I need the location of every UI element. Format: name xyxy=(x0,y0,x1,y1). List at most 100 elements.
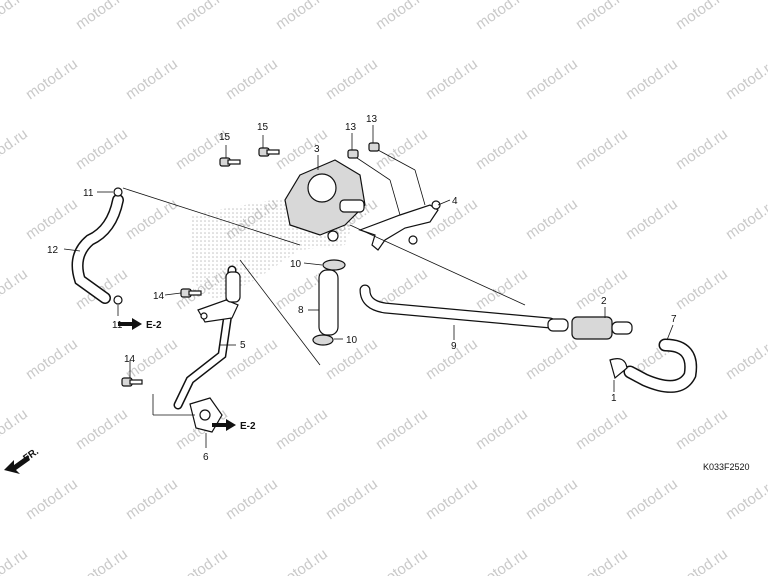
bolt-13-left xyxy=(347,149,359,159)
air-hose-7 xyxy=(623,338,698,393)
callout-7: 7 xyxy=(671,314,677,325)
watermark-text: motod.ru xyxy=(573,405,631,453)
bolt-15-left xyxy=(219,157,241,167)
watermark-text: motod.ru xyxy=(23,195,81,243)
bolt-15-right xyxy=(258,147,280,157)
watermark-text: motod.ru xyxy=(473,0,531,33)
front-direction-arrow xyxy=(4,455,30,474)
watermark-text: motod.ru xyxy=(73,125,131,173)
watermark-text: motod.ru xyxy=(473,405,531,453)
watermark-text: motod.ru xyxy=(123,55,181,103)
hose-clip-lower xyxy=(312,334,334,346)
watermark-text: motod.ru xyxy=(0,545,31,576)
clip-11-lower xyxy=(113,295,123,305)
watermark-text: motod.ru xyxy=(373,0,431,33)
watermark-text: motod.ru xyxy=(23,55,81,103)
air-pipe xyxy=(173,265,241,410)
watermark-text: motod.ru xyxy=(473,265,531,313)
reference-e2-lower: E-2 xyxy=(240,421,256,432)
clip-ring xyxy=(609,358,628,380)
watermark-text: motod.ru xyxy=(123,195,181,243)
callout-12: 12 xyxy=(47,245,59,256)
air-hose-8 xyxy=(318,269,339,336)
watermark-text: motod.ru xyxy=(173,545,231,576)
watermark-text: motod.ru xyxy=(573,0,631,33)
callout-15-right: 15 xyxy=(257,122,269,133)
callout-6: 6 xyxy=(203,452,209,463)
watermark-text: motod.ru xyxy=(673,125,731,173)
watermark-text: motod.ru xyxy=(173,0,231,33)
watermark-text: motod.ru xyxy=(523,55,581,103)
callout-2: 2 xyxy=(601,296,607,307)
watermark-text: motod.ru xyxy=(23,475,81,523)
callout-15-left: 15 xyxy=(219,132,231,143)
watermark-text: motod.ru xyxy=(523,195,581,243)
callout-4: 4 xyxy=(452,196,458,207)
watermark-text: motod.ru xyxy=(623,195,681,243)
watermark-text: motod.ru xyxy=(373,545,431,576)
callout-11-lower: 11 xyxy=(112,320,123,331)
watermark-text: motod.ru xyxy=(673,405,731,453)
watermark-text: motod.ru xyxy=(223,55,281,103)
watermark-text: motod.ru xyxy=(223,335,281,383)
watermark-text: motod.ru xyxy=(123,475,181,523)
watermark-text: motod.ru xyxy=(473,545,531,576)
callout-13-right: 13 xyxy=(366,114,378,125)
watermark-text: motod.ru xyxy=(723,55,768,103)
watermark-text: motod.ru xyxy=(23,335,81,383)
callout-labels: 15 15 13 13 3 4 11 12 11 14 10 8 10 9 2 … xyxy=(21,114,749,472)
watermark-text: motod.ru xyxy=(0,405,31,453)
watermark-text: motod.ru xyxy=(323,55,381,103)
callout-3: 3 xyxy=(314,144,320,155)
callout-10-lower: 10 xyxy=(346,335,358,346)
watermark-text: motod.ru xyxy=(673,265,731,313)
watermark-text: motod.ru xyxy=(273,545,331,576)
callout-8: 8 xyxy=(298,305,304,316)
watermark-text: motod.ru xyxy=(373,405,431,453)
bolt-13-right xyxy=(368,142,380,152)
watermark-text: motod.ru xyxy=(723,335,768,383)
watermark-text: motod.ru xyxy=(73,545,131,576)
watermark-text: motod.ru xyxy=(673,0,731,33)
clip-11-upper xyxy=(113,187,123,197)
watermark-text: motod.ru xyxy=(323,475,381,523)
watermark-text: motod.ru xyxy=(423,55,481,103)
leader-lines xyxy=(63,125,674,448)
callout-10-upper: 10 xyxy=(290,259,302,270)
watermark-text: motod.ru xyxy=(0,0,31,33)
watermark-text: motod.ru xyxy=(473,125,531,173)
watermark-text: motod.ru xyxy=(423,475,481,523)
watermark-text: motod.ru xyxy=(723,475,768,523)
watermark-text: motod.ru xyxy=(523,475,581,523)
callout-9: 9 xyxy=(451,341,457,352)
callout-14-lower: 14 xyxy=(124,354,136,365)
watermark-text: motod.ru xyxy=(723,195,768,243)
watermark-text: motod.ru xyxy=(623,475,681,523)
air-hose-9 xyxy=(359,284,556,329)
watermark-text: motod.ru xyxy=(73,0,131,33)
watermark-text: motod.ru xyxy=(223,475,281,523)
hose-clip-upper xyxy=(322,259,346,271)
bolt-14-lower xyxy=(121,377,143,387)
air-hose-12 xyxy=(71,194,124,304)
reference-e2-upper: E-2 xyxy=(146,320,162,331)
watermark-text: motod.ru xyxy=(0,125,31,173)
watermark-text: motod.ru xyxy=(573,545,631,576)
watermark-text: motod.ru xyxy=(0,265,31,313)
watermark-text: motod.ru xyxy=(273,405,331,453)
watermark-text: motod.ru xyxy=(273,0,331,33)
callout-1: 1 xyxy=(611,393,617,404)
watermark-text: motod.ru xyxy=(373,125,431,173)
callout-5: 5 xyxy=(240,340,246,351)
watermark-text: motod.ru xyxy=(73,405,131,453)
callout-11-upper: 11 xyxy=(83,188,94,199)
watermark-text: motod.ru xyxy=(573,125,631,173)
arrow-e2-upper xyxy=(118,318,142,330)
air-injection-valve xyxy=(284,159,366,242)
air-filter xyxy=(547,316,633,340)
arrow-e2-lower xyxy=(212,419,236,431)
callout-13-left: 13 xyxy=(345,122,357,133)
watermark-text: motod.ru xyxy=(523,335,581,383)
